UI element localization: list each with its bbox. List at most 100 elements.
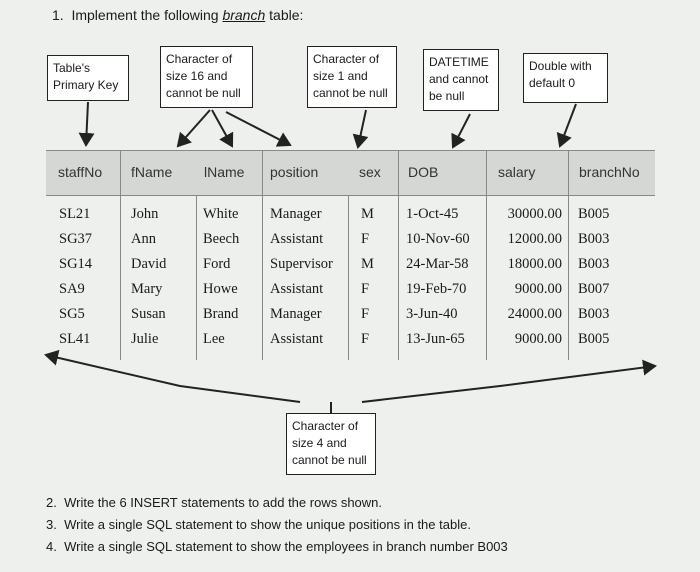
- cell-branchno: B003: [578, 231, 610, 247]
- cell-sex: M: [361, 256, 374, 272]
- cell-salary: 18000.00: [507, 256, 562, 272]
- question-text: Write a single SQL statement to show the…: [64, 517, 471, 532]
- question-1-suffix: table:: [265, 7, 304, 23]
- question-number: 4.: [46, 539, 57, 554]
- cell-fname: Ann: [131, 231, 156, 247]
- callout-line: Character of: [292, 419, 359, 433]
- arrow-position: [225, 111, 292, 147]
- cell-staffno: SA9: [59, 281, 85, 297]
- cell-fname: Susan: [131, 306, 166, 322]
- callout-sex: Character of size 1 and cannot be null: [307, 46, 397, 108]
- cell-lname: Lee: [203, 331, 225, 347]
- callout-primary-key: Table's Primary Key: [47, 55, 129, 101]
- callout-dob: DATETIME and cannot be null: [423, 49, 499, 111]
- col-header-position: position: [270, 164, 319, 180]
- arrow-branchno-left: [44, 349, 301, 403]
- arrow-lname: [211, 109, 234, 148]
- cell-branchno: B007: [578, 281, 610, 297]
- callout-salary: Double with default 0: [523, 53, 608, 103]
- grid-line: [196, 195, 197, 360]
- callout-line: default 0: [529, 76, 576, 90]
- cell-sex: F: [361, 331, 370, 347]
- arrow-branchno-right: [361, 359, 657, 403]
- cell-dob: 10-Nov-60: [406, 231, 470, 247]
- cell-branchno: B005: [578, 206, 610, 222]
- cell-fname: John: [131, 206, 159, 222]
- arrow-primary-key: [78, 101, 95, 147]
- cell-lname: Howe: [203, 281, 238, 297]
- col-header-dob: DOB: [408, 164, 439, 180]
- callout-line: size 16 and: [166, 69, 228, 83]
- callout-line: and cannot: [429, 72, 489, 86]
- col-header-staffno: staffNo: [58, 164, 103, 180]
- question-text: Write the 6 INSERT statements to add the…: [64, 495, 383, 510]
- grid-line: [568, 150, 569, 360]
- callout-line: DATETIME: [429, 55, 489, 69]
- cell-staffno: SG37: [59, 231, 93, 247]
- cell-position: Manager: [270, 206, 322, 222]
- callout-line: Double with: [529, 59, 592, 73]
- cell-salary: 30000.00: [507, 206, 562, 222]
- cell-branchno: B005: [578, 331, 610, 347]
- cell-fname: Julie: [131, 331, 159, 347]
- cell-lname: Ford: [203, 256, 231, 272]
- grid-line: [262, 150, 263, 360]
- question-4: 4. Write a single SQL statement to show …: [46, 539, 508, 554]
- col-header-sex: sex: [359, 164, 381, 180]
- cell-dob: 19-Feb-70: [406, 281, 467, 297]
- cell-staffno: SL41: [59, 331, 91, 347]
- cell-position: Assistant: [270, 231, 324, 247]
- cell-sex: F: [361, 231, 370, 247]
- col-header-salary: salary: [498, 164, 536, 180]
- question-1: 1. Implement the following branch table:: [52, 7, 303, 23]
- cell-fname: David: [131, 256, 167, 272]
- cell-staffno: SG5: [59, 306, 85, 322]
- cell-lname: White: [203, 206, 239, 222]
- cell-sex: F: [361, 281, 370, 297]
- callout-line: Character of: [166, 52, 233, 66]
- question-2: 2. Write the 6 INSERT statements to add …: [46, 495, 382, 510]
- cell-fname: Mary: [131, 281, 163, 297]
- cell-position: Assistant: [270, 331, 324, 347]
- cell-position: Manager: [270, 306, 322, 322]
- callout-line: cannot be null: [313, 86, 388, 100]
- cell-staffno: SG14: [59, 256, 93, 272]
- question-1-text: Implement the following: [71, 7, 223, 23]
- question-number: 2.: [46, 495, 57, 510]
- callout-line: size 1 and: [313, 69, 368, 83]
- arrow-dob: [451, 113, 471, 149]
- question-3: 3. Write a single SQL statement to show …: [46, 517, 471, 532]
- cell-lname: Beech: [203, 231, 240, 247]
- grid-line: [120, 150, 121, 360]
- question-1-number: 1.: [52, 7, 64, 23]
- cell-sex: M: [361, 206, 374, 222]
- table-name: branch: [222, 7, 266, 23]
- grid-line: [398, 150, 399, 360]
- callout-branchno: Character of size 4 and cannot be null: [286, 413, 376, 475]
- cell-lname: Brand: [203, 306, 239, 322]
- cell-dob: 3-Jun-40: [406, 306, 458, 322]
- grid-line: [486, 150, 487, 360]
- callout-fname-lname: Character of size 16 and cannot be null: [160, 46, 253, 108]
- cell-salary: 9000.00: [514, 331, 562, 347]
- callout-line: Primary Key: [53, 78, 119, 92]
- callout-line: Table's: [53, 61, 90, 75]
- cell-salary: 9000.00: [514, 281, 562, 297]
- question-text: Write a single SQL statement to show the…: [64, 539, 508, 554]
- cell-dob: 13-Jun-65: [406, 331, 465, 347]
- cell-salary: 12000.00: [507, 231, 562, 247]
- cell-branchno: B003: [578, 256, 610, 272]
- callout-line: cannot be null: [292, 453, 367, 467]
- question-number: 3.: [46, 517, 57, 532]
- callout-line: cannot be null: [166, 86, 241, 100]
- grid-line: [348, 195, 349, 360]
- callout-line: size 4 and: [292, 436, 347, 450]
- col-header-branchno: branchNo: [579, 164, 640, 180]
- col-header-lname: lName: [204, 164, 245, 180]
- cell-sex: F: [361, 306, 370, 322]
- cell-staffno: SL21: [59, 206, 91, 222]
- cell-dob: 24-Mar-58: [406, 256, 469, 272]
- arrow-salary: [556, 103, 577, 148]
- table-header: [46, 150, 655, 196]
